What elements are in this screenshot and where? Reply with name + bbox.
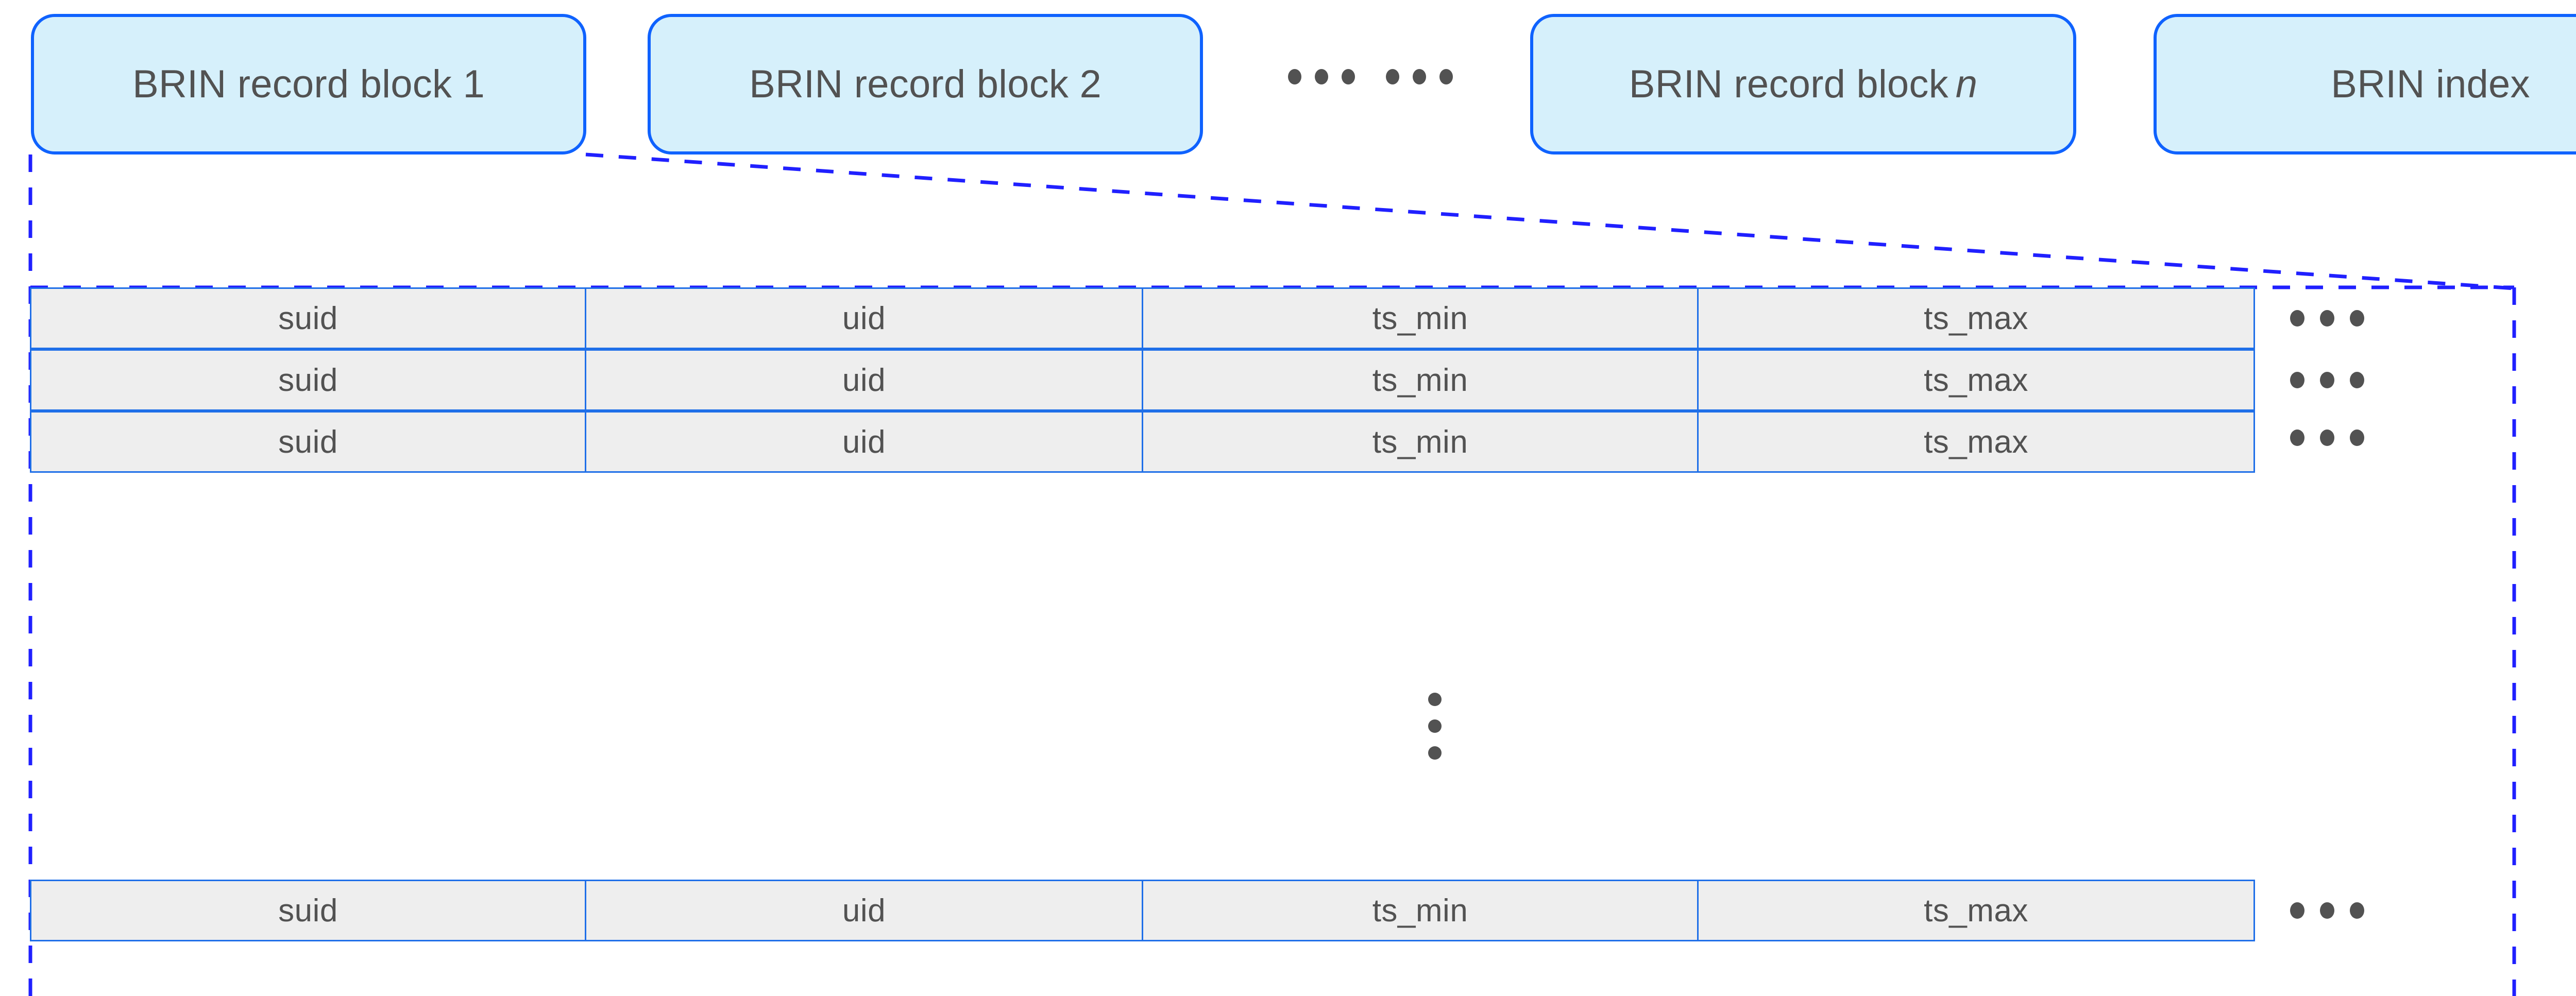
ellipsis-dot — [1439, 69, 1453, 84]
cell-ts-min: ts_min — [1142, 287, 1699, 349]
ellipsis-dot — [2320, 372, 2334, 388]
table-row: suid uid ts_min ts_max — [30, 411, 2255, 473]
cell-ts-max: ts_max — [1697, 411, 2255, 473]
cell-suid: suid — [30, 880, 586, 941]
brin-record-block-n-label: BRIN record block — [1629, 62, 1948, 106]
cell-uid: uid — [585, 880, 1143, 941]
cell-uid: uid — [585, 287, 1143, 349]
cell-ts-min: ts_min — [1142, 349, 1699, 411]
cell-ts-min: ts_min — [1142, 411, 1699, 473]
brin-record-block-2-label: BRIN record block 2 — [749, 62, 1101, 106]
table-row: suid uid ts_min ts_max — [30, 287, 2255, 349]
ellipsis-dot — [2290, 430, 2304, 446]
brin-record-block-2[interactable]: BRIN record block 2 — [648, 14, 1203, 154]
cell-ts-max: ts_max — [1697, 349, 2255, 411]
ellipsis-dot — [2290, 310, 2304, 327]
brin-record-block-n[interactable]: BRIN record block n — [1530, 14, 2076, 154]
callout-diagonal-edge — [585, 152, 2515, 290]
ellipsis-dot — [1288, 69, 1301, 84]
row-trailing-ellipsis — [2290, 902, 2364, 919]
ellipsis-dot — [1386, 69, 1399, 84]
cell-ts-min: ts_min — [1142, 880, 1699, 941]
ellipsis-dot — [1413, 69, 1426, 84]
blocks-ellipsis-group-1 — [1288, 69, 1355, 84]
cell-ts-max: ts_max — [1697, 287, 2255, 349]
brin-record-block-1[interactable]: BRIN record block 1 — [31, 14, 586, 154]
brin-record-block-n-index: n — [1955, 62, 1978, 106]
row-trailing-ellipsis — [2290, 372, 2364, 388]
brin-index-block[interactable]: BRIN index — [2154, 14, 2576, 154]
brin-index-block-label: BRIN index — [2331, 62, 2530, 106]
row-trailing-ellipsis — [2290, 430, 2364, 446]
cell-ts-max: ts_max — [1697, 880, 2255, 941]
cell-uid: uid — [585, 349, 1143, 411]
ellipsis-dot — [1428, 746, 1442, 760]
blocks-ellipsis — [1288, 69, 1453, 84]
blocks-ellipsis-group-2 — [1386, 69, 1453, 84]
table-row: suid uid ts_min ts_max — [30, 880, 2255, 941]
ellipsis-dot — [2350, 372, 2364, 388]
ellipsis-dot — [2320, 430, 2334, 446]
ellipsis-dot — [2290, 902, 2304, 919]
brin-record-block-1-label: BRIN record block 1 — [132, 62, 485, 106]
ellipsis-dot — [2320, 902, 2334, 919]
ellipsis-dot — [1428, 719, 1442, 733]
ellipsis-dot — [1315, 69, 1328, 84]
table-vertical-ellipsis — [1428, 693, 1442, 760]
cell-suid: suid — [30, 287, 586, 349]
ellipsis-dot — [2350, 430, 2364, 446]
ellipsis-dot — [1342, 69, 1355, 84]
table-row: suid uid ts_min ts_max — [30, 349, 2255, 411]
ellipsis-dot — [2350, 310, 2364, 327]
cell-suid: suid — [30, 349, 586, 411]
ellipsis-dot — [1428, 693, 1442, 706]
ellipsis-dot — [2350, 902, 2364, 919]
cell-uid: uid — [585, 411, 1143, 473]
cell-suid: suid — [30, 411, 586, 473]
ellipsis-dot — [2290, 372, 2304, 388]
row-trailing-ellipsis — [2290, 310, 2364, 327]
ellipsis-dot — [2320, 310, 2334, 327]
